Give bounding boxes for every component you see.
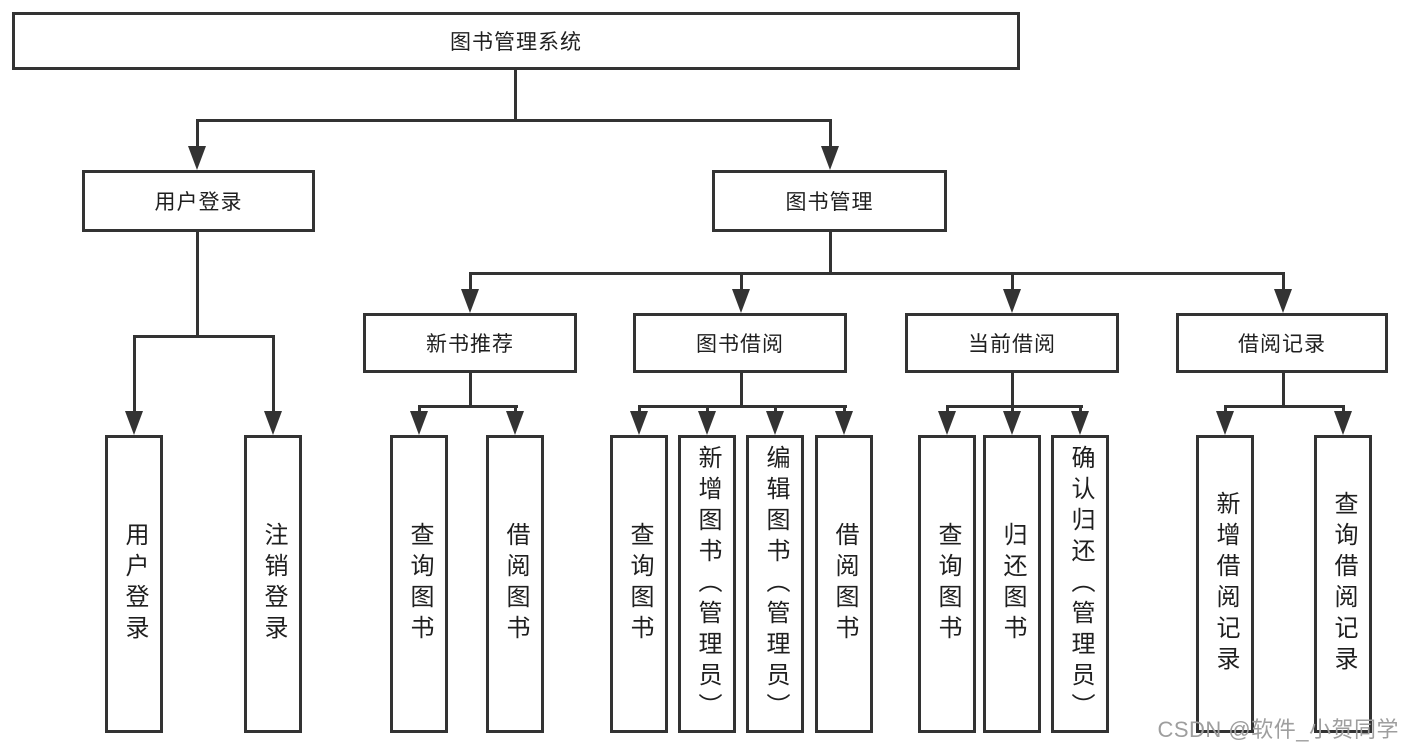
connector-line [740,272,743,291]
connector-line [946,405,1083,408]
connector-line [196,119,199,148]
leaf-current-return-books-label: 归还图书 [999,522,1026,646]
connector-line [829,119,832,148]
connector-line [1282,272,1285,291]
connector-line [946,405,949,415]
leaf-user-login: 用户登录 [105,435,163,733]
leaf-records-add-record-label: 新增借阅记录 [1212,491,1239,677]
leaf-user-login-label: 用户登录 [121,522,148,646]
connector-line [1342,405,1345,415]
connector-line [196,119,832,122]
leaf-rec-borrow-books: 借阅图书 [486,435,544,733]
connector-line [272,335,275,413]
leaf-current-query-books-label: 查询图书 [934,522,961,646]
connector-line [1224,405,1345,408]
arrow-down-icon [1334,411,1352,435]
connector-line [469,371,472,408]
leaf-records-add-record: 新增借阅记录 [1196,435,1254,733]
connector-line [1011,272,1014,291]
node-root: 图书管理系统 [12,12,1020,70]
leaf-borrow-query-books-label: 查询图书 [626,522,653,646]
connector-line [469,272,472,291]
connector-line [469,272,1285,275]
leaf-borrow-borrow-books-label: 借阅图书 [831,522,858,646]
arrow-down-icon [732,289,750,313]
node-book-borrow: 图书借阅 [633,313,847,373]
connector-line [1011,371,1014,408]
node-user-login: 用户登录 [82,170,315,232]
connector-line [1282,371,1285,408]
leaf-borrow-edit-books-admin-label: 编辑图书（管理员） [762,444,789,724]
arrow-down-icon [264,411,282,435]
node-book-mgmt-label: 图书管理 [785,191,874,214]
connector-line [418,405,518,408]
connector-line [638,405,847,408]
arrow-down-icon [125,411,143,435]
arrow-down-icon [1274,289,1292,313]
arrow-down-icon [461,289,479,313]
connector-line [706,405,709,415]
leaf-rec-query-books: 查询图书 [390,435,448,733]
connector-line [1224,405,1227,415]
node-borrow-records: 借阅记录 [1176,313,1388,373]
leaf-borrow-add-books-admin: 新增图书（管理员） [678,435,736,733]
arrow-down-icon [1003,411,1021,435]
arrow-down-icon [188,146,206,170]
connector-line [1011,405,1014,415]
arrow-down-icon [1071,411,1089,435]
connector-line [418,405,421,415]
arrow-down-icon [1003,289,1021,313]
leaf-borrow-add-books-admin-label: 新增图书（管理员） [694,444,721,724]
arrow-down-icon [835,411,853,435]
arrow-down-icon [698,411,716,435]
arrow-down-icon [506,411,524,435]
leaf-logout-label: 注销登录 [260,522,287,646]
leaf-records-query-record-label: 查询借阅记录 [1330,491,1357,677]
connector-line [774,405,777,415]
leaf-borrow-borrow-books: 借阅图书 [815,435,873,733]
leaf-current-confirm-return-admin: 确认归还（管理员） [1051,435,1109,733]
node-new-book-rec-label: 新书推荐 [426,333,514,356]
arrow-down-icon [766,411,784,435]
node-current-borrow: 当前借阅 [905,313,1119,373]
node-root-label: 图书管理系统 [450,31,582,54]
connector-line [843,405,846,415]
leaf-current-confirm-return-admin-label: 确认归还（管理员） [1067,444,1094,724]
connector-line [133,335,136,413]
leaf-borrow-edit-books-admin: 编辑图书（管理员） [746,435,804,733]
connector-line [740,371,743,408]
node-book-mgmt: 图书管理 [712,170,947,232]
leaf-records-query-record: 查询借阅记录 [1314,435,1372,733]
arrow-down-icon [410,411,428,435]
leaf-logout: 注销登录 [244,435,302,733]
connector-line [133,335,275,338]
connector-line [1079,405,1082,415]
leaf-current-query-books: 查询图书 [918,435,976,733]
connector-line [514,70,517,122]
leaf-rec-borrow-books-label: 借阅图书 [502,522,529,646]
node-book-borrow-label: 图书借阅 [696,333,784,356]
leaf-rec-query-books-label: 查询图书 [406,522,433,646]
node-user-login-label: 用户登录 [154,191,243,214]
leaf-borrow-query-books: 查询图书 [610,435,668,733]
arrow-down-icon [1216,411,1234,435]
connector-line [514,405,517,415]
connector-line [196,232,199,338]
node-new-book-rec: 新书推荐 [363,313,577,373]
arrow-down-icon [821,146,839,170]
connector-line [829,232,832,275]
csdn-watermark: CSDN @软件_小贺同学 [1157,717,1399,742]
arrow-down-icon [630,411,648,435]
connector-line [638,405,641,415]
leaf-current-return-books: 归还图书 [983,435,1041,733]
arrow-down-icon [938,411,956,435]
node-borrow-records-label: 借阅记录 [1238,333,1326,356]
node-current-borrow-label: 当前借阅 [968,333,1056,356]
